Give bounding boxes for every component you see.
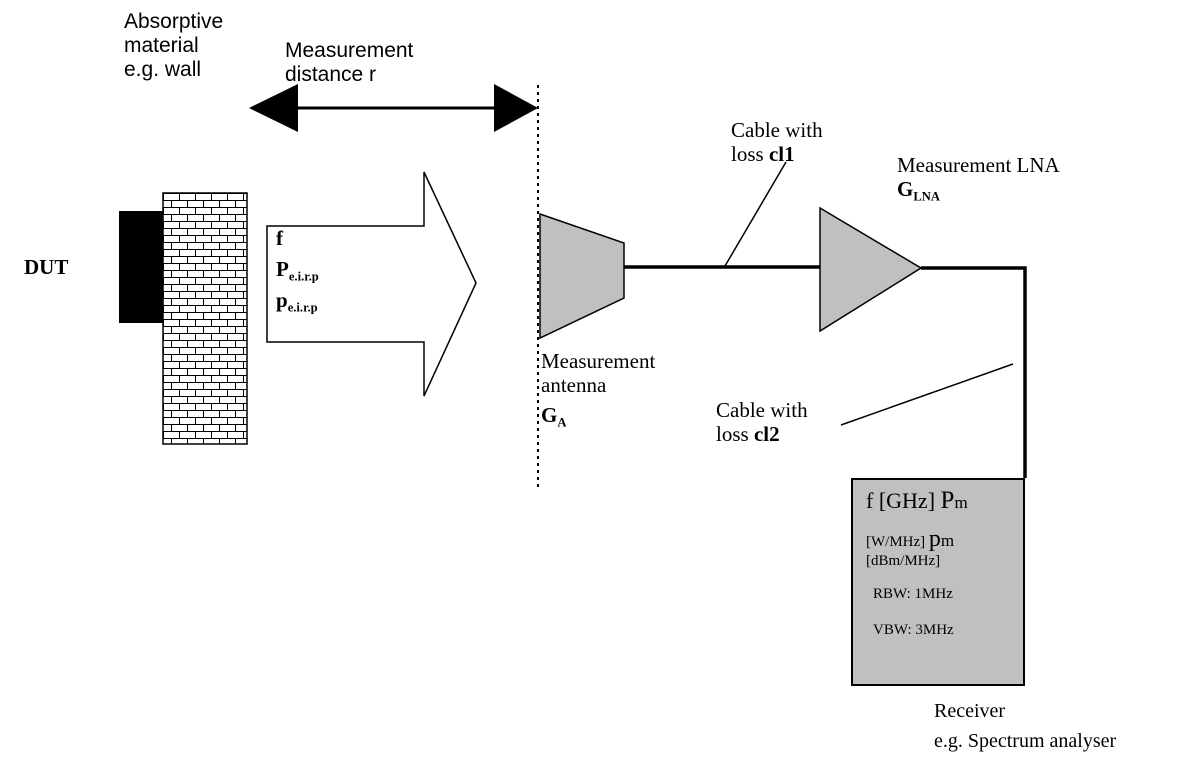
emission-arrow bbox=[266, 171, 477, 397]
receiver-line-3: [dBm/MHz] bbox=[866, 553, 941, 569]
absorptive-wall bbox=[162, 192, 248, 445]
cable-2-leader bbox=[840, 363, 1014, 426]
receiver-vbw: VBW: 3MHz bbox=[873, 622, 954, 638]
dut-block bbox=[119, 211, 163, 323]
distance-label: Measurement distance r bbox=[285, 39, 414, 86]
lna-label: Measurement LNA GLNA bbox=[897, 153, 1060, 204]
cable-2-label: Cable with loss cl2 bbox=[716, 398, 808, 446]
emission-peirp: Pe.i.r.p bbox=[276, 257, 319, 284]
antenna-label: Measurement antenna GA bbox=[541, 349, 656, 430]
receiver-line-1: f [GHz] Pm bbox=[866, 487, 968, 514]
cable-1-label: Cable with loss cl1 bbox=[731, 118, 823, 166]
distance-arrow bbox=[249, 84, 538, 132]
cable-1-leader bbox=[724, 161, 787, 267]
cable-2 bbox=[921, 266, 1027, 478]
dut-label: DUT bbox=[24, 255, 69, 279]
lna-amplifier bbox=[819, 206, 923, 333]
receiver-box bbox=[851, 478, 1025, 686]
receiver-rbw: RBW: 1MHz bbox=[873, 586, 953, 602]
emission-pdensity: pe.i.r.p bbox=[276, 288, 318, 315]
measurement-antenna bbox=[539, 212, 625, 340]
emission-frequency: f bbox=[276, 226, 283, 250]
wall-label: Absorptive material e.g. wall bbox=[124, 10, 224, 81]
receiver-caption: Receiver e.g. Spectrum analyser bbox=[934, 700, 1117, 752]
receiver-line-2: [W/MHz] pm bbox=[866, 526, 955, 552]
